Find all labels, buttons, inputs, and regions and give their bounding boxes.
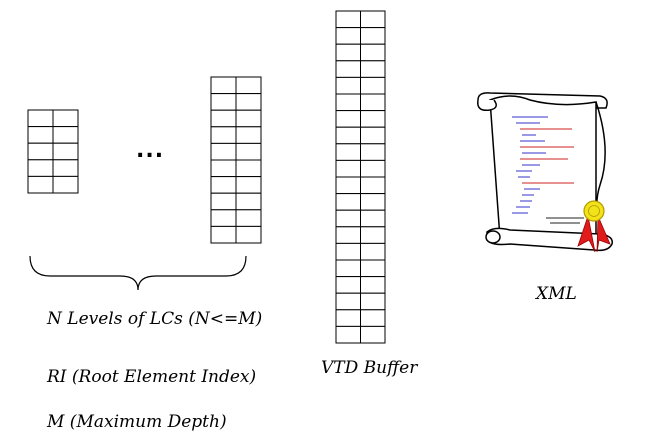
lc-tall-cell: [235, 159, 262, 178]
vtd-buffer-cell: [335, 292, 361, 311]
lc-table-tall: [210, 76, 262, 244]
vtd-buffer-cell: [335, 159, 361, 178]
lc-tall-cell: [235, 93, 262, 111]
levels-brace: [29, 255, 247, 291]
award-seal-icon: [577, 200, 611, 253]
lc-tall-cell: [210, 109, 237, 128]
lc-tall-cell: [210, 209, 237, 227]
n-levels-label: N Levels of LCs (N<=M): [47, 309, 263, 329]
scroll-icon: [477, 92, 613, 252]
lc-tall-cell: [235, 225, 262, 244]
vtd-buffer-cell: [335, 93, 361, 112]
max-depth-label: M (Maximum Depth): [47, 412, 227, 432]
lc-tall-cell: [210, 142, 237, 161]
vtd-buffer-cell: [335, 176, 361, 195]
lc-small-cell: [52, 126, 79, 144]
lc-small-cell: [52, 175, 79, 194]
lc-tall-cell: [235, 209, 262, 227]
vtd-buffer-cell: [335, 242, 361, 261]
vtd-buffer-cell: [360, 325, 386, 344]
vtd-buffer-cell: [335, 193, 361, 211]
vtd-buffer-cell: [335, 259, 361, 278]
vtd-buffer-cell: [335, 276, 361, 294]
lc-tall-cell: [210, 225, 237, 244]
vtd-buffer-cell: [360, 176, 386, 195]
lc-tall-cell: [235, 142, 262, 161]
lc-small-cell: [27, 109, 54, 128]
lc-table-small: [27, 109, 79, 194]
lc-tall-cell: [235, 109, 262, 128]
vtd-buffer-cell: [360, 276, 386, 294]
vtd-buffer-cell: [360, 143, 386, 161]
vtd-buffer-cell: [360, 126, 386, 145]
vtd-buffer-cell: [360, 76, 386, 95]
vtd-buffer-cell: [335, 126, 361, 145]
lc-small-cell: [27, 142, 54, 161]
lc-small-cell: [27, 159, 54, 177]
lc-tall-cell: [235, 76, 262, 95]
vtd-buffer-cell: [360, 159, 386, 178]
lc-small-cell: [52, 142, 79, 161]
lc-tall-cell: [235, 126, 262, 144]
vtd-buffer-cell: [360, 60, 386, 78]
vtd-buffer-cell: [360, 309, 386, 327]
vtd-buffer-cell: [335, 143, 361, 161]
vtd-buffer-cell: [335, 110, 361, 128]
lc-tall-cell: [210, 159, 237, 178]
vtd-buffer-cell: [360, 226, 386, 244]
lc-tall-cell: [210, 76, 237, 95]
lc-tall-cell: [210, 126, 237, 144]
vtd-buffer-cell: [360, 242, 386, 261]
lc-tall-cell: [210, 176, 237, 194]
vtd-buffer-cell: [335, 43, 361, 62]
lc-small-cell: [52, 109, 79, 128]
lc-small-cell: [27, 126, 54, 144]
lc-tall-cell: [235, 192, 262, 211]
lc-small-cell: [52, 159, 79, 177]
vtd-buffer-cell: [360, 10, 386, 29]
vtd-buffer-cell: [335, 76, 361, 95]
vtd-buffer-cell: [360, 43, 386, 62]
lc-tall-cell: [210, 93, 237, 111]
vtd-buffer-cell: [360, 193, 386, 211]
vtd-buffer-cell: [335, 226, 361, 244]
vtd-buffer-cell: [360, 259, 386, 278]
vtd-buffer-cell: [335, 325, 361, 344]
vtd-buffer-cell: [335, 27, 361, 45]
vtd-buffer-cell: [360, 209, 386, 228]
vtd-buffer-cell: [335, 10, 361, 29]
lc-tall-cell: [235, 176, 262, 194]
vtd-buffer-cell: [360, 292, 386, 311]
vtd-buffer-label: VTD Buffer: [321, 358, 418, 378]
ellipsis: ...: [136, 138, 165, 163]
root-index-label: RI (Root Element Index): [47, 367, 257, 387]
vtd-buffer-cell: [335, 309, 361, 327]
vtd-buffer-cell: [360, 27, 386, 45]
vtd-buffer-table: [335, 10, 386, 344]
vtd-buffer-cell: [335, 60, 361, 78]
vtd-buffer-cell: [360, 110, 386, 128]
lc-small-cell: [27, 175, 54, 194]
vtd-buffer-cell: [360, 93, 386, 112]
xml-label: XML: [536, 284, 577, 304]
vtd-buffer-cell: [335, 209, 361, 228]
lc-tall-cell: [210, 192, 237, 211]
